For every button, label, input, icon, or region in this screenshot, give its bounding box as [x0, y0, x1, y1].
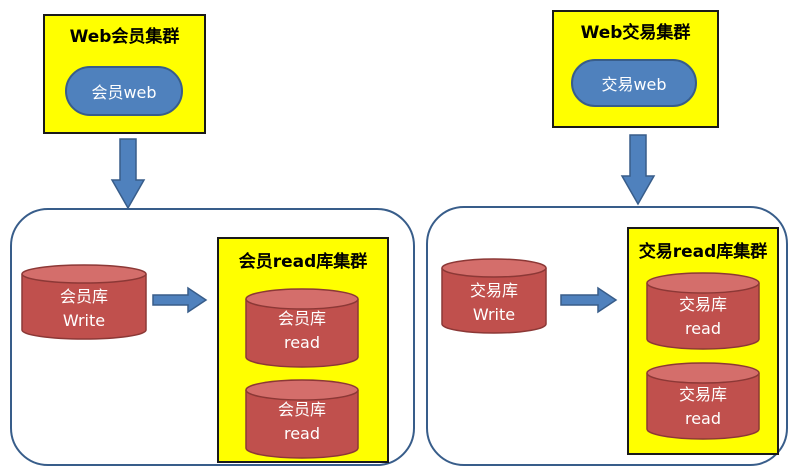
trade-web-cluster-title: Web交易集群: [580, 23, 691, 43]
member-web-cluster: Web会员集群 会员web: [43, 14, 206, 134]
database-cylinder-icon: [646, 272, 760, 350]
member-read-db-2-role: read: [283, 424, 321, 443]
member-read-db-1: 会员库 read: [244, 288, 360, 368]
trade-write-db: 交易库 Write: [440, 258, 548, 334]
member-web-cluster-title: Web会员集群: [69, 27, 180, 47]
member-web-node: 会员web: [65, 66, 183, 116]
trade-read-cluster-title: 交易read库集群: [638, 242, 768, 262]
trade-read-db-1-role: read: [684, 319, 722, 338]
member-read-db-1-role: read: [283, 333, 321, 352]
trade-read-db-1: 交易库 read: [645, 272, 761, 350]
database-cylinder-icon: [646, 362, 760, 440]
trade-read-db-1-name: 交易库: [678, 295, 727, 314]
trade-web-node: 交易web: [571, 59, 697, 107]
member-read-cluster-title: 会员read库集群: [238, 252, 368, 272]
database-cylinder-icon: [21, 264, 147, 340]
member-write-db-role: Write: [62, 311, 106, 330]
trade-down-arrow: [620, 134, 656, 206]
member-down-arrow: [110, 138, 146, 210]
member-write-db-name: 会员库: [59, 287, 108, 306]
trade-write-db-name: 交易库: [469, 281, 518, 300]
trade-read-cluster: 交易read库集群 交易库 read 交易库 read: [627, 227, 779, 455]
database-cylinder-icon: [245, 288, 359, 368]
database-cylinder-icon: [245, 379, 359, 459]
trade-read-db-2: 交易库 read: [645, 362, 761, 440]
trade-web-cluster: Web交易集群 交易web: [552, 10, 719, 128]
member-read-db-2: 会员库 read: [244, 379, 360, 459]
member-write-db: 会员库 Write: [20, 264, 148, 340]
trade-replicate-arrow: [560, 286, 618, 314]
database-cylinder-icon: [441, 258, 547, 334]
member-replicate-arrow: [152, 286, 208, 314]
trade-read-db-2-name: 交易库: [678, 385, 727, 404]
trade-write-db-role: Write: [472, 305, 516, 324]
member-read-db-1-name: 会员库: [277, 309, 326, 328]
member-read-cluster: 会员read库集群 会员库 read 会员库 read: [217, 237, 389, 463]
member-read-db-2-name: 会员库: [277, 400, 326, 419]
trade-read-db-2-role: read: [684, 409, 722, 428]
